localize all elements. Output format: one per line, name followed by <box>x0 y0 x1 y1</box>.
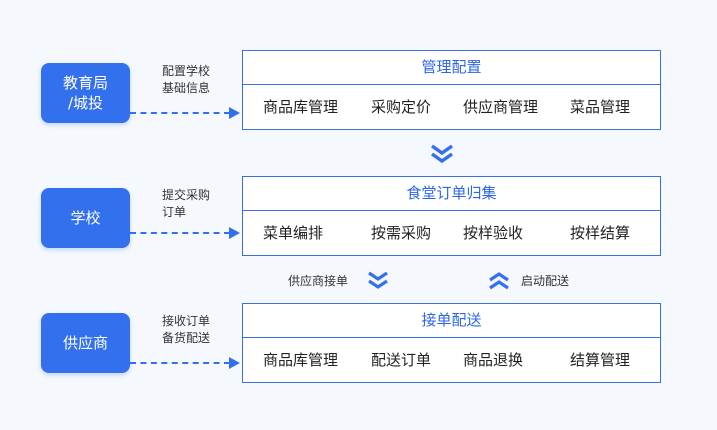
note-line: 接收订单 <box>162 314 211 328</box>
panel-item: 配送订单 <box>371 351 432 369</box>
double-chevron-down-icon <box>367 271 389 290</box>
panel-title: 接单配送 <box>243 304 660 338</box>
panel-item: 商品退换 <box>463 351 524 369</box>
actor-label-line: 教育局 <box>62 74 108 92</box>
panel-item: 菜品管理 <box>570 98 631 116</box>
panel-canteen-orders: 食堂订单归集 菜单编排 按需采购 按样验收 按样结算 <box>242 176 661 256</box>
panel-item: 菜单编排 <box>263 224 324 242</box>
note-receive-order: 接收订单 备货配送 <box>162 313 210 347</box>
panel-order-delivery: 接单配送 商品库管理 配送订单 商品退换 结算管理 <box>242 303 661 383</box>
panel-title: 管理配置 <box>243 51 660 85</box>
panel-item: 商品库管理 <box>263 351 339 369</box>
arrow-right-icon <box>229 227 240 239</box>
actor-label-line: /城投 <box>67 94 104 112</box>
actor-supplier: 供应商 <box>41 313 130 373</box>
actor-school: 学校 <box>41 188 130 248</box>
panel-title: 食堂订单归集 <box>243 177 660 211</box>
dashed-connector <box>130 112 230 114</box>
note-line: 配置学校 <box>162 64 211 78</box>
flow-label-start-delivery: 启动配送 <box>521 274 570 288</box>
note-line: 基础信息 <box>162 81 211 95</box>
note-line: 提交采购 <box>162 188 211 202</box>
panel-item: 结算管理 <box>570 351 631 369</box>
note-line: 订单 <box>162 205 187 219</box>
actor-label-line: 供应商 <box>62 334 108 352</box>
panel-item: 按样结算 <box>570 224 631 242</box>
double-chevron-down-icon <box>430 144 454 164</box>
panel-management-config: 管理配置 商品库管理 采购定价 供应商管理 菜品管理 <box>242 50 661 130</box>
arrow-right-icon <box>229 107 240 119</box>
note-submit-order: 提交采购 订单 <box>162 187 210 221</box>
panel-item: 供应商管理 <box>463 98 539 116</box>
flow-label-supplier-accept: 供应商接单 <box>288 274 349 288</box>
panel-item: 采购定价 <box>371 98 432 116</box>
double-chevron-up-icon <box>488 271 510 290</box>
actor-education-bureau: 教育局 /城投 <box>41 63 130 123</box>
panel-item: 商品库管理 <box>263 98 339 116</box>
dashed-connector <box>130 362 230 364</box>
note-config-school: 配置学校 基础信息 <box>162 63 210 97</box>
note-line: 备货配送 <box>162 331 211 345</box>
arrow-right-icon <box>229 357 240 369</box>
panel-item: 按样验收 <box>463 224 524 242</box>
dashed-connector <box>130 232 230 234</box>
actor-label-line: 学校 <box>70 209 101 227</box>
panel-item: 按需采购 <box>371 224 432 242</box>
